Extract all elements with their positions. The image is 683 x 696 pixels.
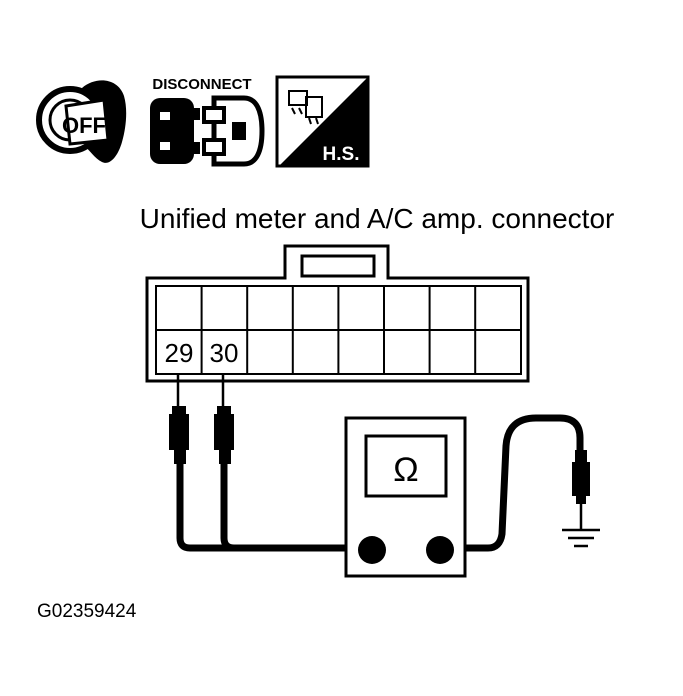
probe-wires (176, 414, 584, 552)
disconnect-connector-icon: DISCONNECT (150, 76, 265, 167)
ohmmeter: Ω (344, 416, 467, 578)
ground-symbol-icon (562, 528, 600, 548)
connector-pin-grid (155, 285, 522, 375)
ground-probe (572, 450, 590, 530)
disconnect-label: DISCONNECT (152, 76, 251, 93)
harness-side-icon: H.S. (275, 75, 370, 168)
pin-label-30: 30 (210, 338, 239, 368)
connector-title: Unified meter and A/C amp. connector (140, 203, 615, 234)
ignition-key-off-icon: OFF (36, 80, 127, 163)
meter-terminal-right (426, 536, 454, 564)
meter-terminal-left (358, 536, 386, 564)
ohm-symbol: Ω (393, 451, 418, 489)
probe-wire-30 (220, 458, 376, 552)
key-off-label: OFF (62, 113, 106, 138)
pin-label-29: 29 (165, 338, 194, 368)
test-probe-30 (214, 374, 234, 464)
connector-face (145, 244, 530, 383)
harness-side-label: H.S. (323, 144, 360, 165)
ground-wire (436, 414, 584, 552)
figure-id: G02359424 (37, 601, 137, 622)
probe-wire-29 (176, 458, 376, 552)
ohmmeter-display (364, 434, 448, 498)
test-probe-29 (169, 374, 189, 464)
